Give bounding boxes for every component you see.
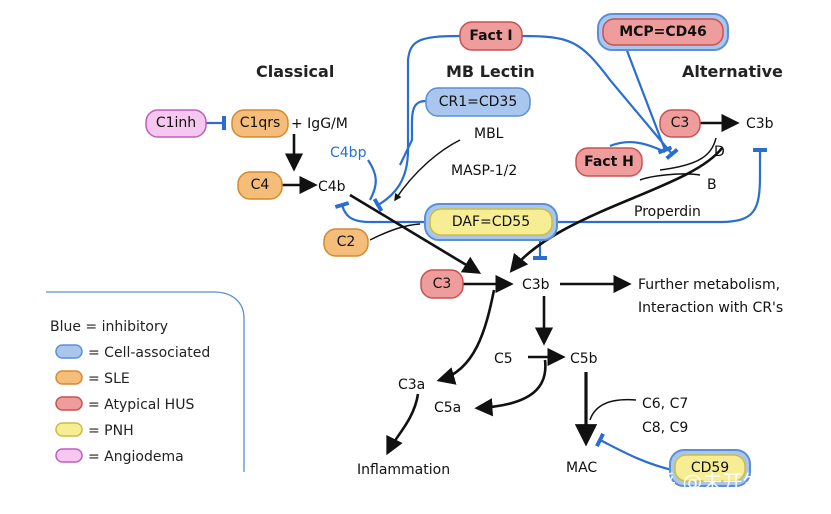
- mcp-label: MCP=CD46: [619, 24, 707, 40]
- reaction-arrows: [282, 113, 740, 456]
- pill-fact-h: Fact H: [575, 147, 643, 177]
- pill-c2: C2: [323, 228, 369, 257]
- pill-c4: C4: [237, 171, 283, 200]
- inhibit-daf-c4b: [334, 201, 428, 224]
- label-c4b: C4b: [318, 179, 346, 195]
- arrow-c3a-inflammation: [386, 393, 420, 456]
- label-further-2: Interaction with CR's: [638, 300, 783, 316]
- pill-c3-main: C3: [420, 269, 464, 299]
- pill-c1qrs: C1qrs: [231, 109, 289, 138]
- inhibit-daf-alt: [556, 148, 767, 224]
- c3-main-label: C3: [433, 276, 452, 292]
- c1qrs-label: C1qrs: [240, 115, 281, 131]
- inhibit-cd59-mac: [595, 432, 673, 472]
- inhibitory-lines: [206, 34, 767, 472]
- legend-label: = Atypical HUS: [88, 397, 194, 413]
- legend-label: = Angiodema: [88, 449, 184, 465]
- label-c3b-alt: C3b: [746, 116, 774, 132]
- heading-classical: Classical: [256, 62, 334, 81]
- legend-blue-line: Blue = inhibitory: [50, 319, 168, 335]
- label-further-1: Further metabolism,: [638, 277, 780, 293]
- c2-label: C2: [337, 234, 356, 250]
- inhibit-mcp-c3: [624, 47, 673, 155]
- label-c5b: C5b: [570, 351, 598, 367]
- legend-label: = PNH: [88, 423, 134, 439]
- label-masp: MASP-1/2: [451, 163, 517, 179]
- legend-blue-word: Blue: [50, 319, 81, 335]
- heading-mb-lectin: MB Lectin: [446, 62, 535, 81]
- fact-h-label: Fact H: [584, 154, 634, 170]
- arrow-c2-join: [369, 223, 421, 241]
- watermark: 知乎 @未开生物: [636, 470, 782, 494]
- legend-label: = Cell-associated: [88, 345, 210, 361]
- legend-swatch: [55, 422, 83, 437]
- arrow-d-curve: [659, 137, 717, 171]
- label-c6c7: C6, C7: [642, 396, 688, 412]
- label-c3b-main: C3b: [522, 277, 550, 293]
- label-c4bp: C4bp: [330, 145, 367, 161]
- label-properdin: Properdin: [634, 204, 701, 220]
- pill-c1inh: C1inh: [145, 109, 207, 138]
- label-b: B: [707, 177, 717, 193]
- arrow-c6c9-join: [589, 398, 637, 421]
- cd59-label: CD59: [691, 460, 729, 476]
- arrow-alt-to-c3b: [509, 147, 724, 273]
- legend-items: = Cell-associated = SLE = Atypical HUS = PN…: [55, 344, 210, 465]
- pill-daf: DAF=CD55: [424, 203, 558, 241]
- label-c5: C5: [494, 351, 513, 367]
- pill-fact-i: Fact I: [459, 21, 523, 51]
- inhibit-cr1-c4b: [399, 99, 427, 166]
- arrow-mbl-c4b: [394, 139, 461, 202]
- legend-swatch: [55, 448, 83, 463]
- c1inh-label: C1inh: [156, 115, 196, 131]
- pill-cd59: CD59: [669, 449, 751, 487]
- arrow-c5-c5a: [474, 359, 547, 417]
- pill-cr1: CR1=CD35: [425, 87, 531, 117]
- legend-border: [46, 291, 245, 472]
- label-mac: MAC: [566, 460, 597, 476]
- label-mbl: MBL: [474, 126, 504, 142]
- arrow-c3-c3a: [436, 289, 496, 385]
- heading-alternative: Alternative: [682, 62, 783, 81]
- label-igg: + IgG/M: [291, 116, 348, 132]
- inhibit-facti-c3b: [520, 34, 679, 161]
- legend-swatch: [55, 396, 83, 411]
- legend: Blue = inhibitory = Cell-associated = SLE…: [46, 291, 245, 472]
- arrow-b-curve: [639, 173, 701, 181]
- inhibit-c4bp-c4b: [367, 159, 377, 201]
- label-c5a: C5a: [434, 400, 461, 416]
- inhibit-facth-c3b: [609, 140, 666, 153]
- label-c3a: C3a: [398, 377, 425, 393]
- cr1-label: CR1=CD35: [439, 94, 518, 110]
- legend-swatch: [55, 370, 83, 385]
- label-inflammation: Inflammation: [357, 462, 450, 478]
- arrow-c4b-c3b: [349, 193, 482, 274]
- pill-c3-alt: C3: [659, 109, 701, 138]
- daf-label: DAF=CD55: [452, 214, 530, 230]
- c4-label: C4: [251, 177, 270, 193]
- legend-swatch: [55, 344, 83, 359]
- label-d: D: [714, 144, 725, 160]
- legend-label: = SLE: [88, 371, 130, 387]
- c3-alt-label: C3: [671, 115, 690, 131]
- legend-blue-rest: = inhibitory: [81, 319, 168, 335]
- pill-mcp: MCP=CD46: [597, 13, 729, 51]
- label-c8c9: C8, C9: [642, 420, 688, 436]
- fact-i-label: Fact I: [469, 28, 512, 44]
- inhibit-facti-c4b: [372, 34, 461, 213]
